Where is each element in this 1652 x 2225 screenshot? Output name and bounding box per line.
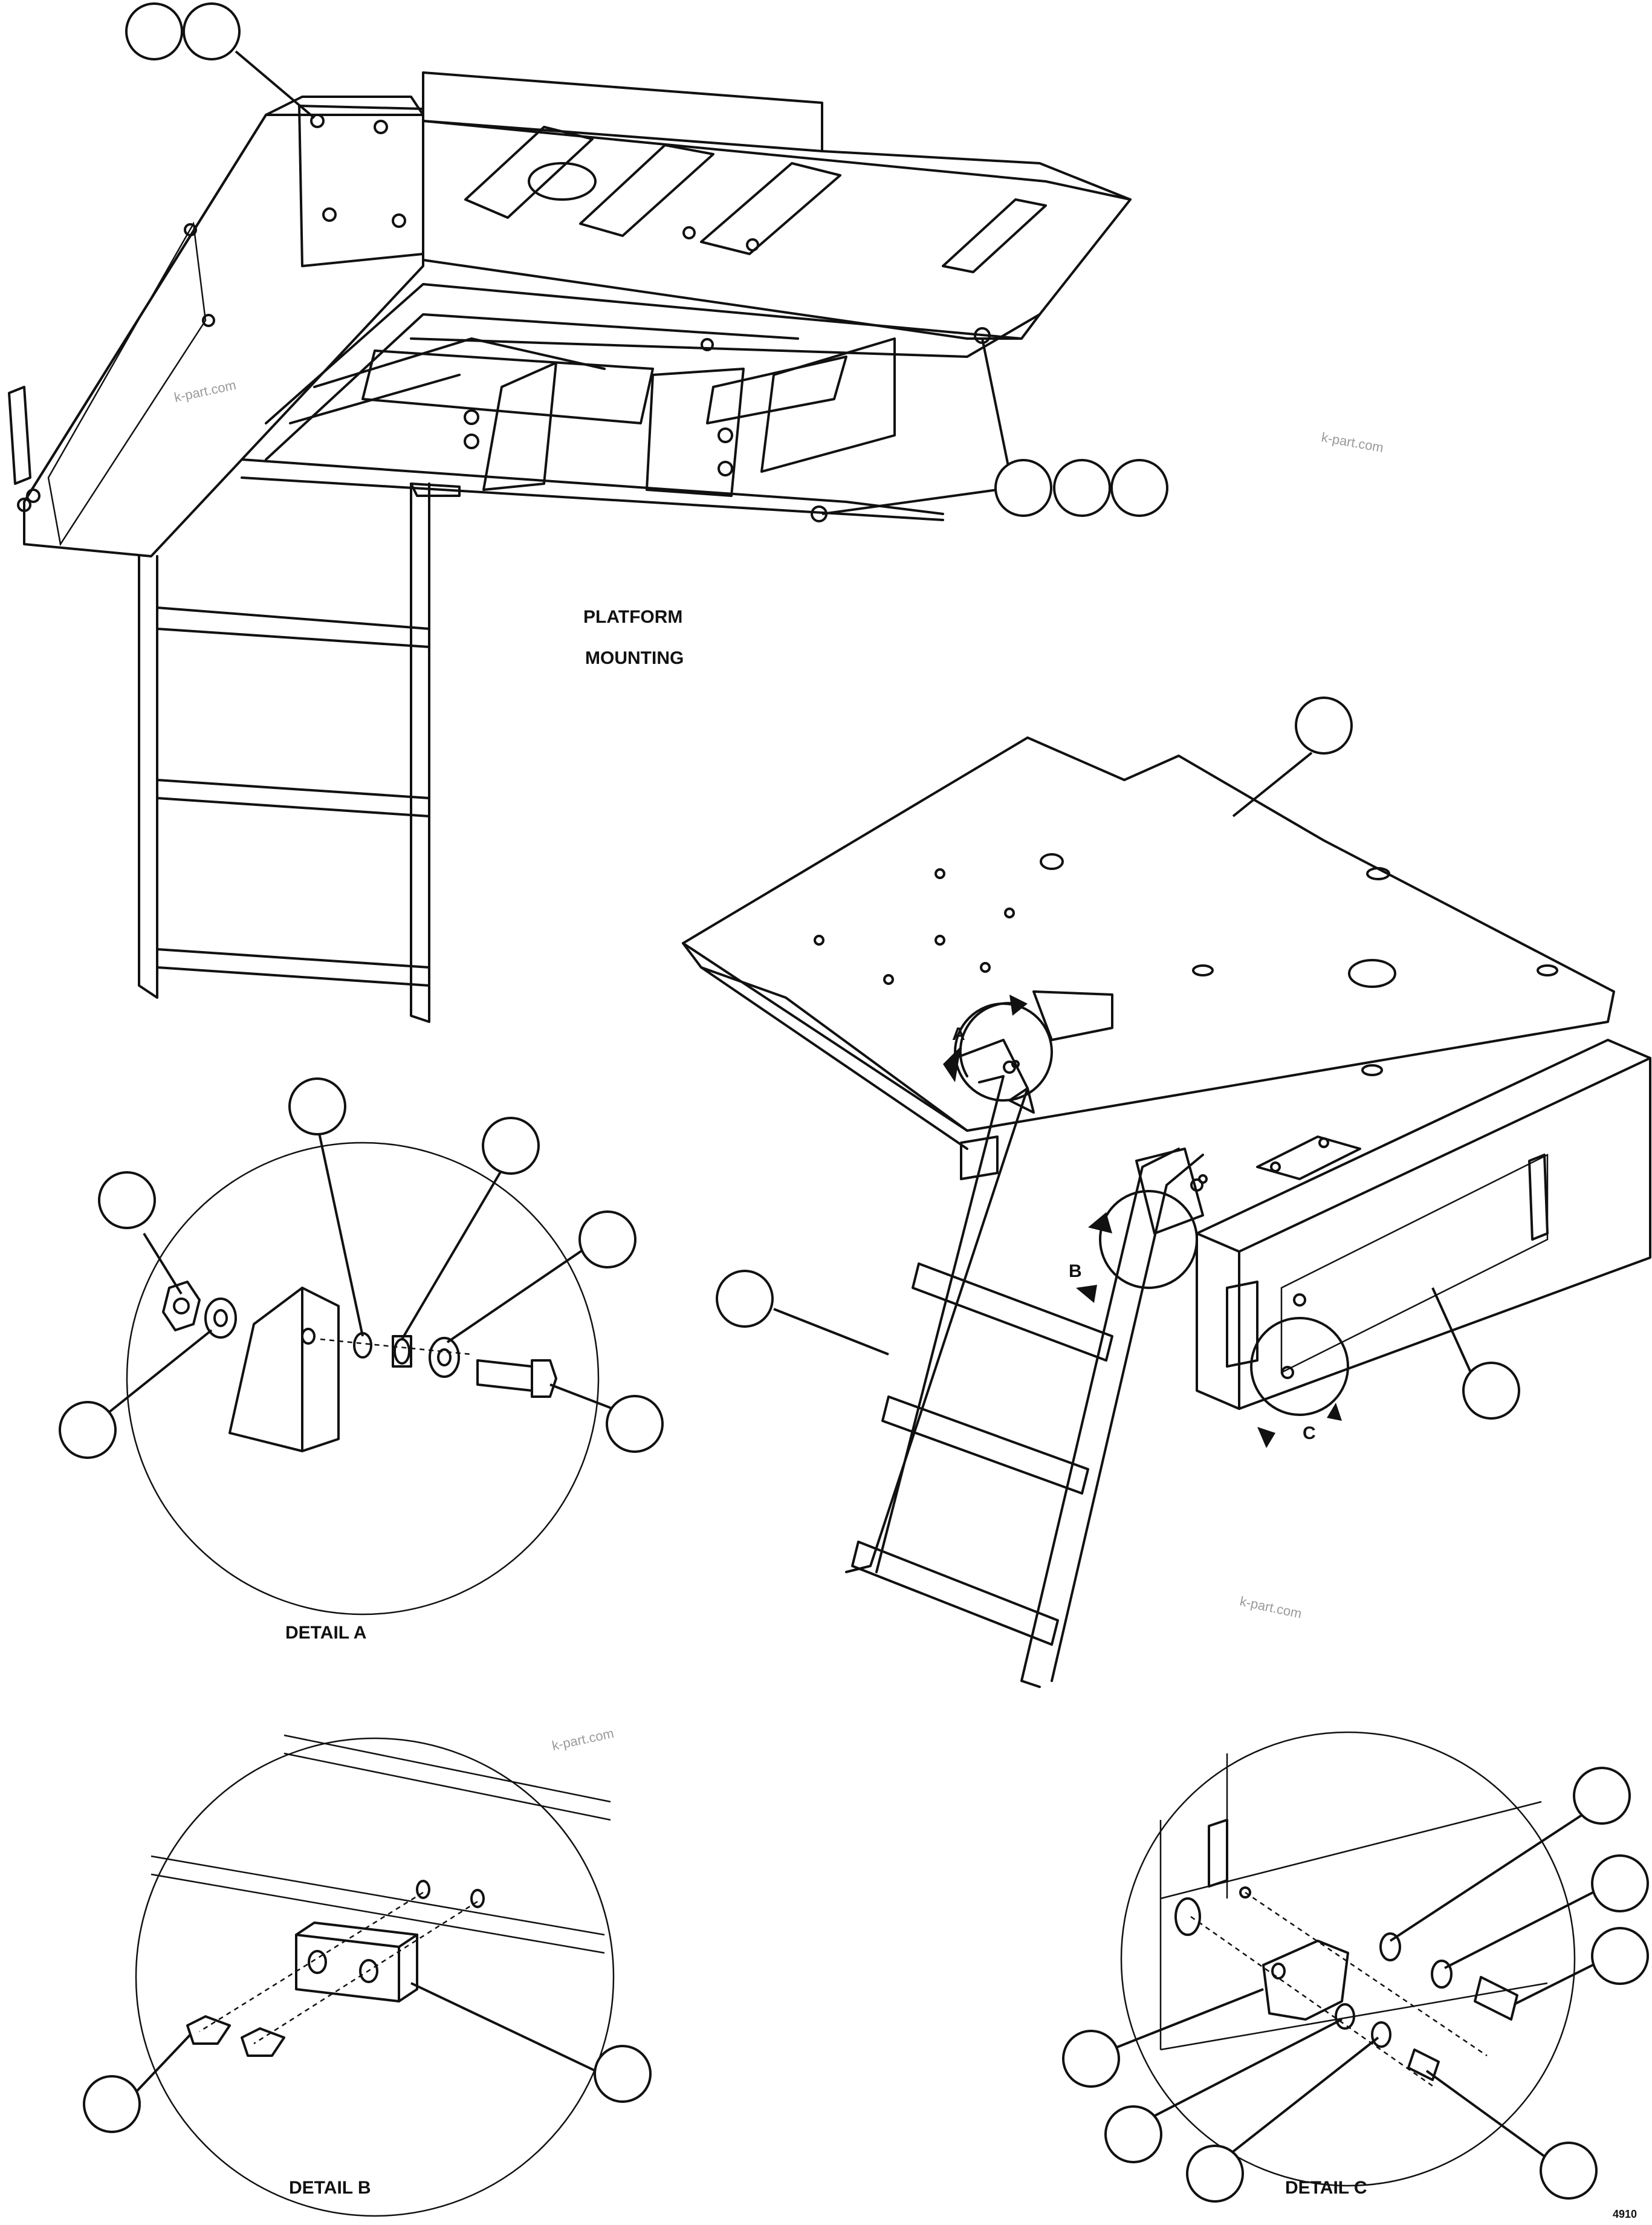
callout-balloon bbox=[1462, 1362, 1520, 1420]
view-label-b: B bbox=[1069, 1261, 1082, 1281]
view-label-c: C bbox=[1303, 1423, 1316, 1443]
callout-balloon bbox=[1053, 459, 1111, 517]
watermark-3: k-part.com bbox=[1239, 1593, 1303, 1621]
callout-balloon bbox=[1062, 2030, 1120, 2088]
callout-balloon bbox=[716, 1270, 774, 1328]
callout-balloon bbox=[83, 2075, 141, 2133]
callout-balloon bbox=[594, 2045, 652, 2103]
watermark-4: k-part.com bbox=[551, 1726, 615, 1753]
callout-balloon bbox=[59, 1401, 117, 1459]
view-label-a: A bbox=[952, 1024, 965, 1044]
detail-b-view bbox=[135, 1734, 615, 2217]
callout-balloon bbox=[98, 1171, 156, 1229]
callout-balloon bbox=[183, 2, 241, 60]
callout-balloon bbox=[1591, 1927, 1649, 1985]
callout-balloon bbox=[578, 1210, 637, 1268]
callout-balloon bbox=[1186, 2145, 1244, 2203]
detail-a-title: DETAIL A bbox=[285, 1623, 366, 1643]
platform-title-line1: PLATFORM bbox=[583, 607, 682, 627]
detail-b-title: DETAIL B bbox=[289, 2178, 371, 2198]
watermark-1: k-part.com bbox=[173, 377, 238, 405]
callout-balloon bbox=[1110, 459, 1168, 517]
platform-isometric-view bbox=[682, 736, 1651, 1688]
callout-balloon bbox=[1104, 2105, 1162, 2163]
callout-balloon bbox=[1540, 2142, 1598, 2200]
callout-balloon bbox=[1295, 697, 1353, 755]
callout-balloon bbox=[125, 2, 183, 60]
callout-balloon bbox=[1591, 1854, 1649, 1912]
platform-underside-view bbox=[8, 71, 1132, 1023]
callout-balloon bbox=[1573, 1767, 1631, 1825]
detail-c-view bbox=[1120, 1731, 1576, 2187]
detail-c-title: DETAIL C bbox=[1285, 2178, 1367, 2198]
callout-balloons bbox=[59, 2, 1649, 2203]
callout-balloon bbox=[288, 1077, 346, 1135]
callout-balloon bbox=[994, 459, 1052, 517]
page-code: 4910 bbox=[1613, 2208, 1637, 2220]
watermark-2: k-part.com bbox=[1320, 429, 1385, 455]
detail-a-view bbox=[126, 1142, 600, 1616]
callout-balloon bbox=[482, 1117, 540, 1175]
leader-lines bbox=[105, 50, 1599, 2172]
callout-balloon bbox=[606, 1395, 664, 1453]
platform-title-line2: MOUNTING bbox=[585, 648, 684, 668]
